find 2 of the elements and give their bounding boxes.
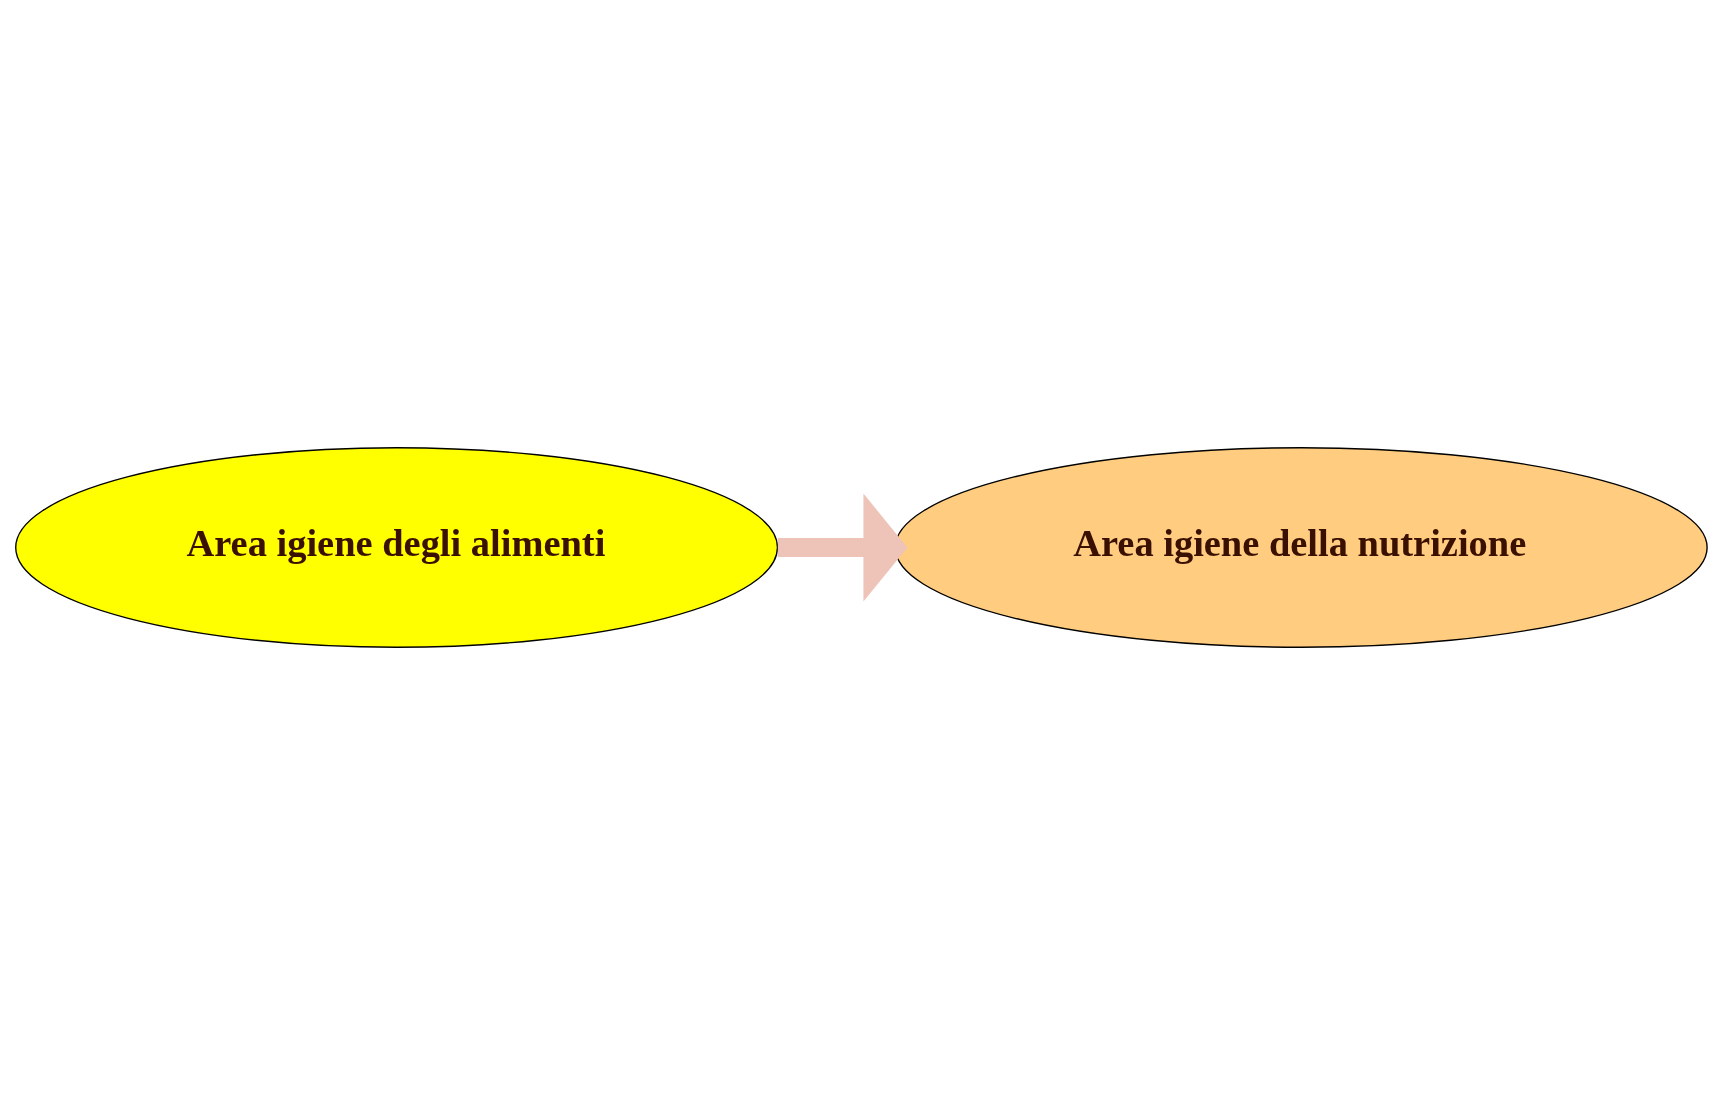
- node-ellipse: Area igiene degli alimenti: [15, 447, 779, 648]
- arrow: [777, 493, 908, 602]
